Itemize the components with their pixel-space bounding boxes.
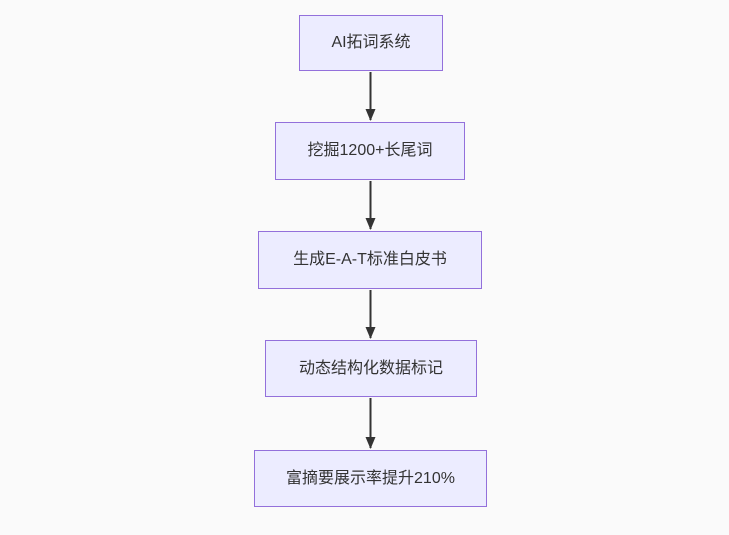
flow-node-label: AI拓词系统 (331, 34, 411, 52)
flow-node-rich-snippet-rate-increase: 富摘要展示率提升210% (254, 450, 487, 507)
flow-node-ai-word-expansion-system: AI拓词系统 (299, 15, 443, 71)
flow-node-dynamic-structured-data-markup: 动态结构化数据标记 (265, 340, 477, 397)
flow-node-label: 富摘要展示率提升210% (286, 469, 455, 487)
flow-node-generate-eat-whitepaper: 生成E-A-T标准白皮书 (258, 231, 482, 289)
flow-node-label: 生成E-A-T标准白皮书 (293, 251, 447, 269)
flow-node-label: 动态结构化数据标记 (298, 359, 443, 377)
flow-node-mine-longtail-keywords: 挖掘1200+长尾词 (275, 122, 465, 180)
flow-node-label: 挖掘1200+长尾词 (307, 142, 433, 160)
